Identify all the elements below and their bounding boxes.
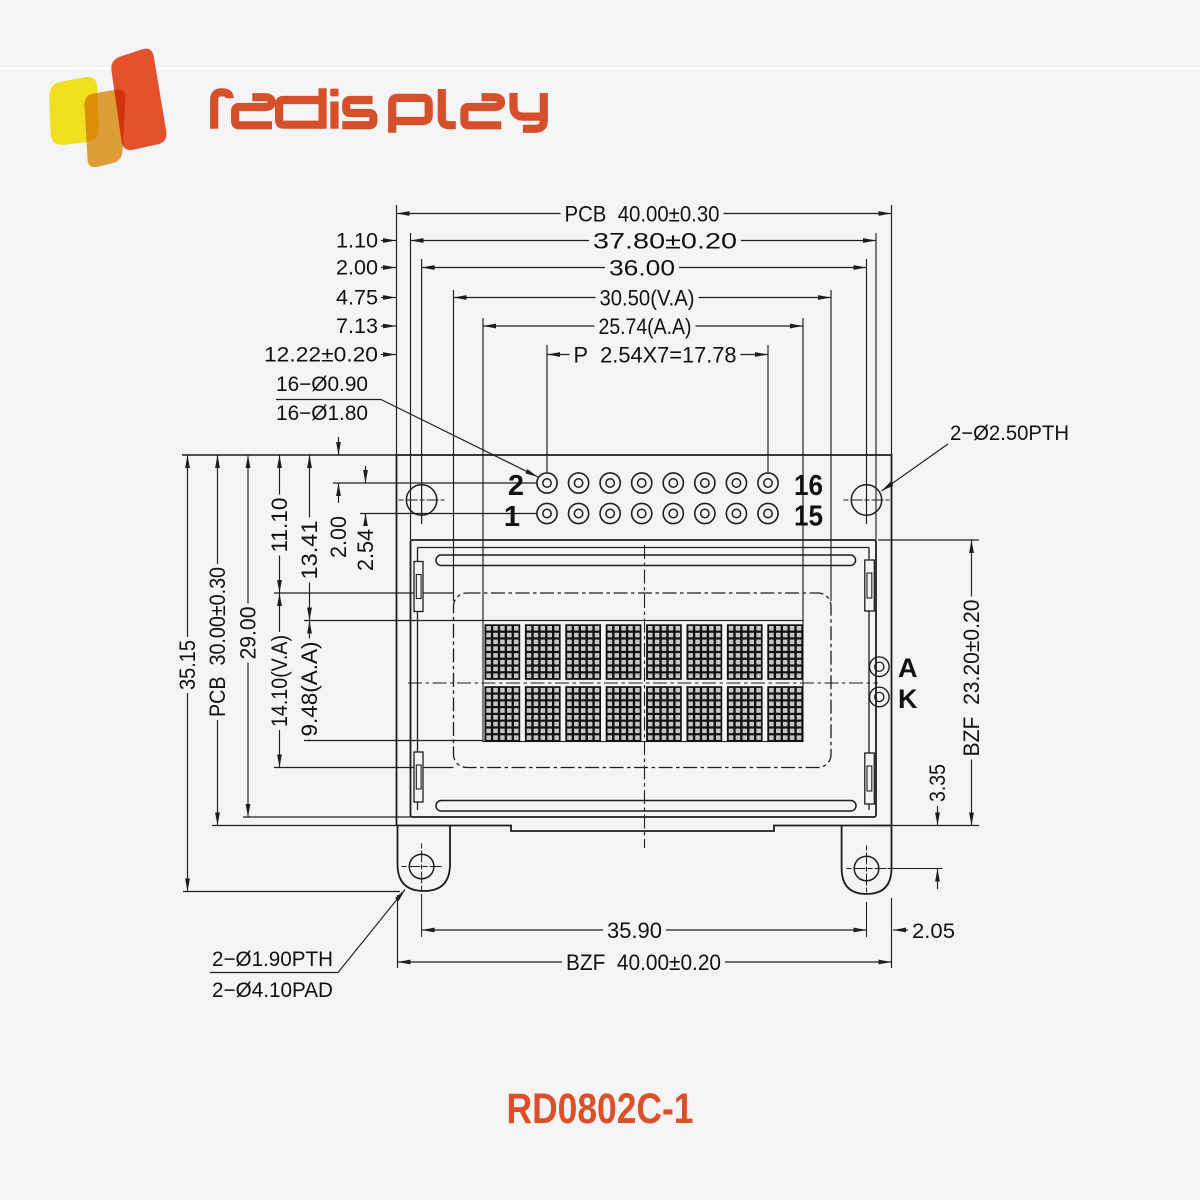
svg-text:4.75: 4.75: [336, 287, 378, 310]
svg-text:12.22±0.20: 12.22±0.20: [264, 344, 378, 367]
svg-text:16−Ø1.80: 16−Ø1.80: [276, 402, 368, 425]
svg-text:2: 2: [508, 470, 524, 502]
svg-text:2−Ø1.90PTH: 2−Ø1.90PTH: [212, 948, 333, 971]
svg-text:BZF 40.00±0.20: BZF 40.00±0.20: [566, 950, 721, 975]
svg-text:1.10: 1.10: [336, 230, 378, 253]
svg-text:15: 15: [794, 501, 823, 533]
svg-text:2.00: 2.00: [336, 257, 378, 280]
svg-text:11.10: 11.10: [267, 498, 292, 553]
svg-text:BZF 23.20±0.20: BZF 23.20±0.20: [959, 600, 984, 757]
svg-text:2.00: 2.00: [326, 516, 351, 558]
svg-text:36.00: 36.00: [609, 256, 675, 281]
svg-text:35.90: 35.90: [607, 918, 662, 943]
svg-text:30.50(V.A): 30.50(V.A): [600, 286, 695, 311]
svg-text:PCB 40.00±0.30: PCB 40.00±0.30: [565, 202, 720, 227]
svg-text:9.48(A.A): 9.48(A.A): [297, 642, 322, 737]
svg-text:2.54: 2.54: [353, 529, 378, 571]
svg-text:A: A: [898, 653, 918, 683]
svg-text:K: K: [898, 684, 918, 714]
svg-text:29.00: 29.00: [236, 607, 261, 660]
svg-text:2.05: 2.05: [912, 920, 955, 943]
svg-text:25.74(A.A): 25.74(A.A): [599, 314, 692, 339]
svg-text:13.41: 13.41: [297, 521, 322, 580]
svg-text:37.80±0.20: 37.80±0.20: [593, 229, 737, 254]
svg-text:3.35: 3.35: [925, 764, 950, 802]
svg-text:RD0802C-1: RD0802C-1: [507, 1085, 694, 1133]
svg-text:2−Ø2.50PTH: 2−Ø2.50PTH: [950, 422, 1069, 445]
svg-text:7.13: 7.13: [336, 315, 378, 338]
svg-text:P 2.54X7=17.78: P 2.54X7=17.78: [574, 343, 737, 368]
svg-text:16−Ø0.90: 16−Ø0.90: [276, 373, 368, 396]
svg-text:2−Ø4.10PAD: 2−Ø4.10PAD: [212, 979, 333, 1002]
svg-text:16: 16: [794, 470, 823, 502]
svg-text:35.15: 35.15: [175, 640, 200, 690]
svg-text:14.10(V.A): 14.10(V.A): [267, 635, 292, 727]
svg-text:PCB 30.00±0.30: PCB 30.00±0.30: [205, 567, 230, 717]
svg-text:1: 1: [504, 501, 520, 533]
